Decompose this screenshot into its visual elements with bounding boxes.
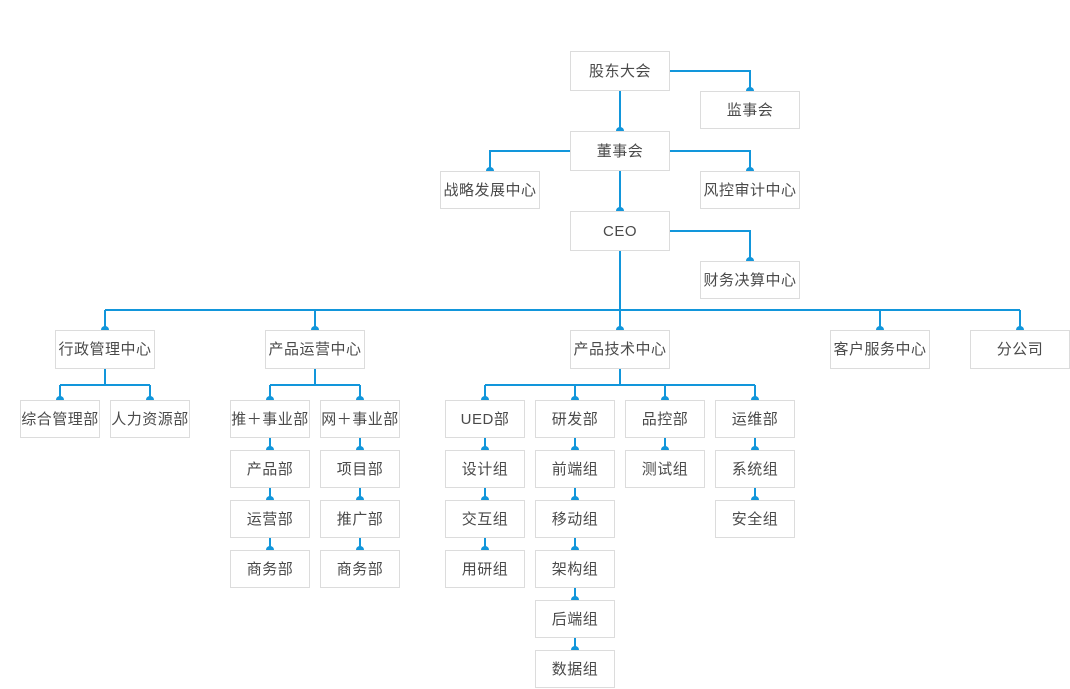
org-node-wangplus[interactable]: 网＋事业部: [320, 400, 400, 438]
org-node-qa[interactable]: 品控部: [625, 400, 705, 438]
org-node-label: 商务部: [336, 560, 384, 578]
org-node-label: 推广部: [336, 510, 384, 528]
org-node-label: 商务部: [246, 560, 294, 578]
org-node-label: 移动组: [551, 510, 599, 528]
org-node-security_team[interactable]: 安全组: [715, 500, 795, 538]
org-node-riskaudit[interactable]: 风控审计中心: [700, 171, 800, 209]
org-node-label: 人力资源部: [111, 410, 189, 428]
org-node-tuiplus[interactable]: 推＋事业部: [230, 400, 310, 438]
org-node-ops_dept[interactable]: 运营部: [230, 500, 310, 538]
org-node-label: 交互组: [461, 510, 509, 528]
org-node-design_team[interactable]: 设计组: [445, 450, 525, 488]
connector-path: [489, 150, 570, 171]
org-node-data_team[interactable]: 数据组: [535, 650, 615, 688]
org-node-label: 监事会: [726, 101, 774, 119]
org-node-label: 客户服务中心: [833, 341, 927, 358]
org-node-strategy[interactable]: 战略发展中心: [440, 171, 540, 209]
org-node-label: 综合管理部: [21, 410, 99, 428]
org-node-ceo[interactable]: CEO: [570, 211, 670, 251]
org-node-label: 数据组: [551, 660, 599, 678]
connector-path: [670, 70, 751, 91]
org-node-branch[interactable]: 分公司: [970, 330, 1070, 369]
org-node-label: 运营部: [246, 510, 294, 528]
org-node-label: 战略发展中心: [443, 181, 537, 199]
org-node-label: 分公司: [996, 341, 1044, 358]
org-node-mobile[interactable]: 移动组: [535, 500, 615, 538]
connector-path: [269, 369, 361, 400]
org-node-architecture[interactable]: 架构组: [535, 550, 615, 588]
org-node-label: 产品运营中心: [268, 341, 362, 358]
org-node-label: 董事会: [596, 142, 644, 160]
org-node-label: 前端组: [551, 460, 599, 478]
org-node-label: 网＋事业部: [321, 410, 399, 428]
org-node-backend[interactable]: 后端组: [535, 600, 615, 638]
org-node-label: UED部: [460, 410, 510, 428]
org-node-ued[interactable]: UED部: [445, 400, 525, 438]
org-node-biz_dept_1[interactable]: 商务部: [230, 550, 310, 588]
org-node-project_dept[interactable]: 项目部: [320, 450, 400, 488]
org-node-label: 财务决算中心: [703, 271, 797, 289]
org-node-biz_dept_2[interactable]: 商务部: [320, 550, 400, 588]
org-node-finance[interactable]: 财务决算中心: [700, 261, 800, 299]
org-node-label: 设计组: [461, 460, 509, 478]
org-node-label: 产品部: [246, 460, 294, 478]
org-node-admin[interactable]: 行政管理中心: [55, 330, 155, 369]
connector-path: [670, 150, 751, 171]
connector-path: [670, 230, 751, 261]
org-node-label: 品控部: [641, 410, 689, 428]
org-node-label: 运维部: [731, 410, 779, 428]
org-node-label: 风控审计中心: [703, 181, 797, 199]
org-node-label: 行政管理中心: [58, 341, 152, 358]
org-node-prodtech[interactable]: 产品技术中心: [570, 330, 670, 369]
org-node-devops[interactable]: 运维部: [715, 400, 795, 438]
org-node-label: 测试组: [641, 460, 689, 478]
org-node-hr[interactable]: 人力资源部: [110, 400, 190, 438]
org-node-general_mgmt[interactable]: 综合管理部: [20, 400, 100, 438]
org-node-label: 后端组: [551, 610, 599, 628]
org-node-rnd[interactable]: 研发部: [535, 400, 615, 438]
org-node-label: 项目部: [336, 460, 384, 478]
connector-path: [484, 369, 756, 400]
org-node-label: 安全组: [731, 510, 779, 528]
org-node-frontend[interactable]: 前端组: [535, 450, 615, 488]
org-node-test_team[interactable]: 测试组: [625, 450, 705, 488]
org-node-prodops[interactable]: 产品运营中心: [265, 330, 365, 369]
org-node-board[interactable]: 董事会: [570, 131, 670, 171]
org-node-system_team[interactable]: 系统组: [715, 450, 795, 488]
org-node-label: 系统组: [731, 460, 779, 478]
org-node-promo_dept[interactable]: 推广部: [320, 500, 400, 538]
connector-path: [59, 369, 151, 400]
org-node-supervisors[interactable]: 监事会: [700, 91, 800, 129]
org-node-label: 产品技术中心: [573, 341, 667, 358]
org-node-label: 架构组: [551, 560, 599, 578]
org-node-customer[interactable]: 客户服务中心: [830, 330, 930, 369]
org-node-interaction[interactable]: 交互组: [445, 500, 525, 538]
org-node-userresearch[interactable]: 用研组: [445, 550, 525, 588]
org-node-label: 用研组: [461, 560, 509, 578]
org-node-product_dept[interactable]: 产品部: [230, 450, 310, 488]
org-node-label: CEO: [602, 222, 637, 240]
org-node-label: 推＋事业部: [231, 410, 309, 428]
org-node-shareholders[interactable]: 股东大会: [570, 51, 670, 91]
org-node-label: 研发部: [551, 410, 599, 428]
org-node-label: 股东大会: [588, 62, 651, 80]
